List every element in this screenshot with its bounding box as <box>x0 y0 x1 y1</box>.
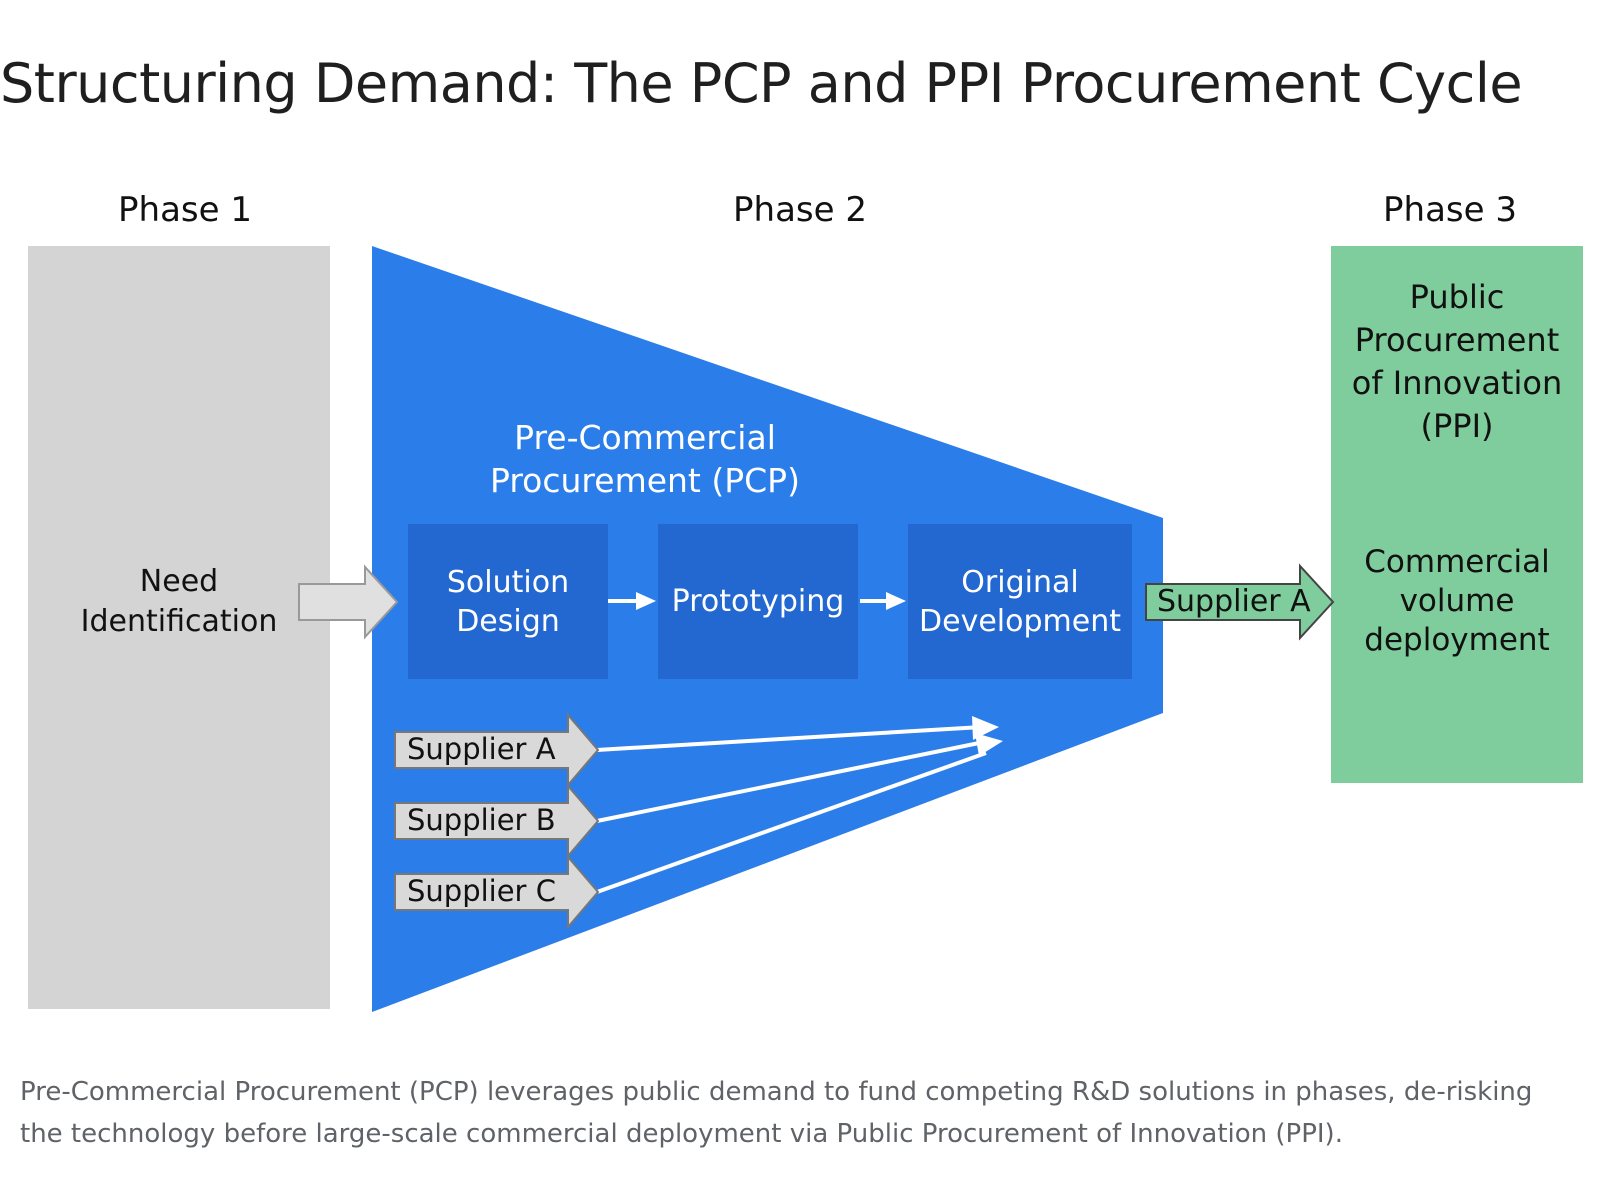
supplier-a-tag-arrow <box>394 712 600 788</box>
figure-caption: Pre-Commercial Procurement (PCP) leverag… <box>20 1077 1533 1149</box>
phase-1-label: Phase 1 <box>118 190 252 230</box>
step-arrow-1 <box>608 592 656 610</box>
supplier-b-label: Supplier B <box>407 803 556 837</box>
step-original-development: Original Development <box>908 524 1132 679</box>
commercial-volume-deployment-label: Commercial volume deployment <box>1364 544 1550 658</box>
ppi-title: Public Procurement of Innovation (PPI) <box>1351 278 1563 445</box>
selected-supplier-label: Supplier A <box>1157 584 1311 619</box>
phase-3-panel <box>1331 246 1583 783</box>
step-prototyping: Prototyping <box>658 524 858 679</box>
supplier-c-label: Supplier C <box>407 874 556 908</box>
step-arrow-2 <box>860 592 906 610</box>
step-solution-design: Solution Design <box>408 524 608 679</box>
pcp-title: Pre-Commercial Procurement (PCP) <box>490 418 800 500</box>
need-identification-label: Need Identification <box>80 564 278 639</box>
supplier-a-label: Supplier A <box>407 732 556 766</box>
phase-3-label: Phase 3 <box>1383 190 1517 230</box>
phase-1-panel <box>28 246 330 1009</box>
selected-supplier-arrow <box>1145 563 1335 641</box>
need-to-pcp-arrow <box>298 564 399 640</box>
supplier-converging-arrows <box>596 716 1003 894</box>
page-title: Structuring Demand: The PCP and PPI Proc… <box>0 52 1523 115</box>
supplier-c-tag-arrow <box>394 854 600 930</box>
supplier-b-tag-arrow <box>394 783 600 859</box>
phase-2-label: Phase 2 <box>733 190 867 230</box>
